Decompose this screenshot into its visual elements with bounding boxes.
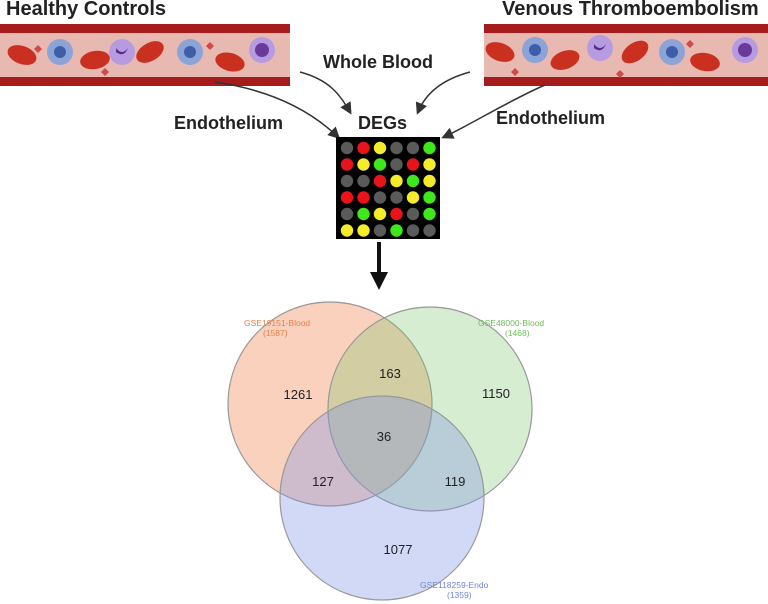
microarray-spot <box>340 174 354 188</box>
microarray-spot <box>340 191 354 204</box>
microarray-spot <box>373 207 387 221</box>
microarray-spot <box>406 224 420 237</box>
microarray-spot <box>423 174 436 188</box>
microarray-spot <box>373 141 387 155</box>
degs-label: DEGs <box>358 113 408 133</box>
microarray-spot <box>340 224 354 237</box>
venn-circle-c <box>279 395 485 601</box>
microarray-spot <box>357 141 370 155</box>
microarray-spot <box>340 207 354 221</box>
venn-circle-b <box>327 306 533 512</box>
microarray-spot <box>340 158 354 171</box>
microarray-spot <box>406 207 420 221</box>
venn-circle-a <box>227 301 433 507</box>
microarray-spot <box>390 141 403 155</box>
flow-arrows <box>214 71 546 140</box>
set-c-name: GSE118259-Endo <box>420 580 489 590</box>
set-a-total: (1587) <box>263 328 288 338</box>
microarray-spot <box>406 158 420 171</box>
microarray-spot <box>406 174 420 188</box>
microarray-spot <box>357 174 370 188</box>
microarray-spot <box>357 191 370 204</box>
healthy-controls-title: Healthy Controls <box>6 0 167 20</box>
microarray-chip <box>336 137 440 239</box>
venn-diagram: GSE19151-Blood (1587) GSE48000-Blood (14… <box>227 301 544 601</box>
microarray-spot <box>390 158 403 171</box>
microarray-spot <box>423 207 436 221</box>
count-only-c: 1077 <box>384 542 413 557</box>
microarray-spot <box>357 158 370 171</box>
microarray-spot <box>423 141 436 155</box>
set-b-total: (1468) <box>505 328 530 338</box>
microarray-spot <box>340 141 354 155</box>
microarray-spot <box>423 224 436 237</box>
microarray-spot <box>423 158 436 171</box>
microarray-spot <box>373 224 387 237</box>
endothelium-left-label: Endothelium <box>174 113 283 133</box>
count-a-b: 163 <box>379 366 401 381</box>
microarray-spot <box>373 191 387 204</box>
venous-thromboembolism-title: Venous Thromboembolism <box>502 0 759 20</box>
set-b-name: GSE48000-Blood <box>478 318 544 328</box>
count-only-b: 1150 <box>482 386 510 401</box>
microarray-spot <box>390 191 403 204</box>
whole-blood-label: Whole Blood <box>323 52 433 72</box>
count-a-c: 127 <box>312 474 334 489</box>
count-b-c: 119 <box>445 474 466 489</box>
endothelium-right-label: Endothelium <box>496 108 605 128</box>
microarray-spot <box>390 174 403 188</box>
microarray-spot <box>357 224 370 237</box>
left-blood-vessel <box>0 24 290 86</box>
microarray-spot <box>390 207 403 221</box>
count-only-a: 1261 <box>284 387 313 402</box>
microarray-spot <box>357 207 370 221</box>
microarray-spot <box>373 158 387 171</box>
microarray-spot <box>390 224 403 237</box>
microarray-spot <box>373 174 387 188</box>
down-arrow <box>370 242 388 290</box>
set-c-total: (1359) <box>447 590 472 600</box>
microarray-spot <box>406 191 420 204</box>
set-a-name: GSE19151-Blood <box>244 318 310 328</box>
microarray-spot <box>406 141 420 155</box>
count-a-b-c: 36 <box>377 429 391 444</box>
right-blood-vessel <box>484 24 768 86</box>
microarray-spot <box>423 191 436 204</box>
